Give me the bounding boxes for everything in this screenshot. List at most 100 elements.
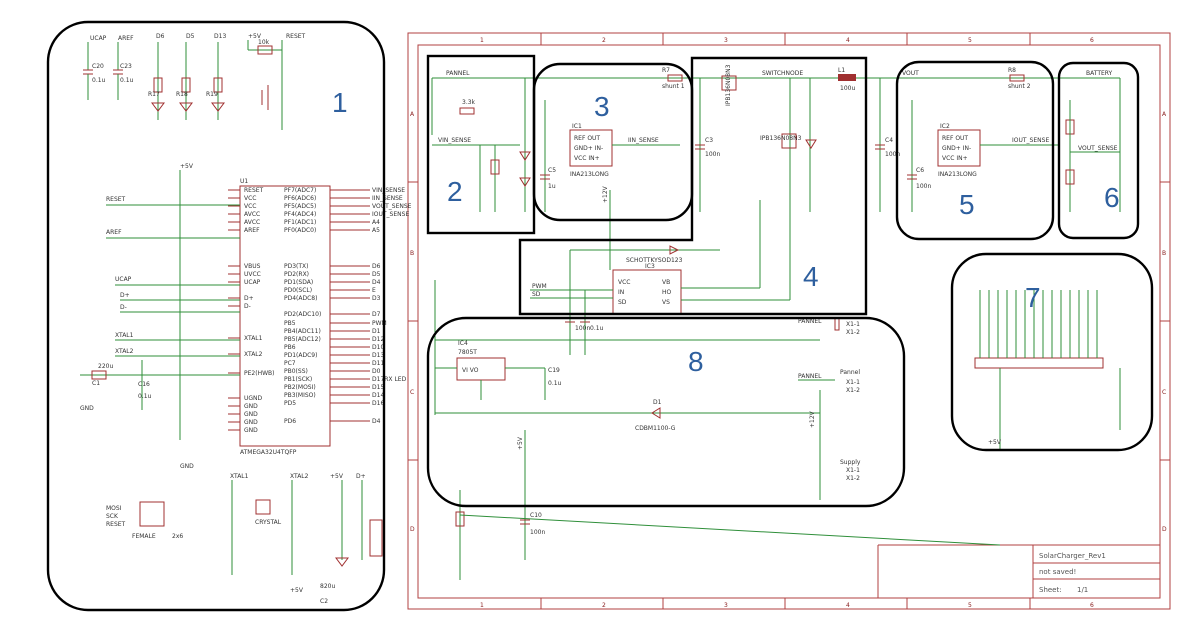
region-outlines [46, 20, 1154, 612]
title-status: not saved! [1039, 568, 1076, 576]
d13-top: D13 [214, 33, 226, 40]
frame-column-label-bottom: 6 [1090, 602, 1094, 609]
region-8-outline [426, 316, 906, 508]
ic3-pin-l1: VCC [618, 279, 630, 286]
l1-val: 100u [840, 85, 855, 92]
frame-column-label-top: 5 [968, 37, 972, 44]
frame-column-label-bottom: 4 [846, 602, 850, 609]
d1-ref: D1 [653, 399, 662, 406]
ic3-pin-r2: HO [662, 289, 672, 296]
xtal1-bottom: XTAL1 [230, 473, 249, 480]
mcu-right-pin-label: PD1(ADC9) [284, 352, 317, 359]
frame-row-label-right: B [1162, 250, 1166, 257]
r17-label: R17 [148, 91, 160, 98]
mcu-right-pin-label: PD2(RX) [284, 271, 309, 278]
mcu-5v: +5V [180, 163, 194, 170]
c3-ref: C5 [548, 167, 556, 174]
mcu-right-pin-label: PF1(ADC1) [284, 219, 316, 226]
region-3-number: 3 [594, 91, 610, 122]
mcu-right-net-label: D0 [372, 368, 381, 375]
mcu-left-pin-label: PE2(HWB) [244, 370, 274, 377]
reset-5v: +5V [248, 33, 262, 40]
mcu-right-pin-label: PF0(ADC0) [284, 227, 316, 234]
mcu-right-net-label: D10 [372, 344, 384, 351]
mcu-left-pin-label: AVCC [244, 219, 260, 226]
region-2-number: 2 [447, 176, 463, 207]
mcu-right-pin-label: PB5 [284, 320, 296, 327]
mcu-right-pin-label: PB0(SS) [284, 368, 308, 375]
mcu-right-net-label: D11 [372, 360, 384, 367]
mcu-left-pin-label: GND [244, 403, 258, 410]
c6-val: 0.1u [590, 325, 604, 332]
mcu-left-pin-label: XTAL1 [244, 335, 263, 342]
sd-label: SD [532, 291, 541, 298]
r8-ref: R8 [1008, 67, 1016, 74]
mcu-left-pin-label: UGND [244, 395, 263, 402]
ic2-ref: IC2 [940, 123, 950, 130]
switchnode-label: SWITCHNODE [762, 70, 803, 77]
mcu-left-pin-label: UVCC [244, 271, 261, 278]
mcu-right-net-label: D3 [372, 295, 381, 302]
mcu-xtal1-net: XTAL1 [115, 332, 134, 339]
isp-reset: RESET [106, 521, 126, 528]
mcu-right-pin-label: PF4(ADC4) [284, 211, 316, 218]
mcu-left-pin-label: XTAL2 [244, 351, 263, 358]
mcu-left-pin-label: GND [244, 419, 258, 426]
c3-val: 1u [548, 183, 556, 190]
c19-ref: C19 [548, 367, 560, 374]
header-5v: +5V [988, 439, 1002, 446]
frame-row-label-left: A [410, 111, 415, 118]
ic4-part: 7805T [458, 349, 477, 356]
r22-5v: +5V [290, 587, 304, 594]
region-5-number: 5 [959, 189, 975, 220]
x1-2-c: X1-2 [846, 475, 860, 482]
mcu-left-pin-label: AREF [244, 227, 260, 234]
region-8-number: 8 [688, 346, 704, 377]
frame-row-label-left: C [410, 389, 414, 396]
ic4-ref: IC4 [458, 340, 468, 347]
mcu-part: ATMEGA32U4TQFP [240, 449, 297, 456]
c23-label: C23 [120, 63, 132, 70]
r20-label: 10k [258, 39, 270, 46]
frame-column-label-top: 1 [480, 37, 484, 44]
c4-val: 100n [916, 183, 931, 190]
isp-mosi: MOSI [106, 505, 122, 512]
region-4-outline [518, 56, 868, 316]
r21-ref: C1 [92, 380, 100, 387]
c5-val: 100n [575, 325, 590, 332]
mcu-right-pin-label: PD1(SDA) [284, 279, 313, 286]
vin-sense-label: VIN_SENSE [438, 137, 471, 144]
frame-row-label-right: A [1162, 111, 1167, 118]
mcu-left-pin-label: D+ [244, 295, 254, 302]
ic3-pin-r1: VB [662, 279, 670, 286]
ic3-12v: +12V [602, 185, 609, 203]
pannel-conn: Pannel [840, 369, 860, 376]
supply-5v: +5V [517, 436, 524, 450]
mcu-left-pin-label: VCC [244, 203, 256, 210]
frame-column-label-bottom: 3 [724, 602, 728, 609]
ic2-part: INA213LONG [938, 171, 977, 178]
frame-row-label-left: D [410, 526, 415, 533]
c16-label: C16 [138, 381, 150, 388]
d1-part: CDBM1100-G [635, 425, 676, 432]
region-4-number: 4 [803, 261, 819, 292]
mcu-right-net-label: D5 [372, 271, 381, 278]
mcu-right-pin-label: PB2(MOSI) [284, 384, 316, 391]
supply-12v: +12V [809, 410, 816, 428]
mcu-right-net-label: IIN_SENSE [372, 195, 403, 202]
mcu-right-pin-label: PB3(MISO) [284, 392, 316, 399]
mcu-right-net-label: D7 [372, 311, 381, 318]
c20-label: C20 [92, 63, 104, 70]
r22-val: 820u [320, 583, 335, 590]
ic2-pins: REF OUT [942, 135, 968, 142]
region-1-outline [46, 20, 386, 612]
r19-label: R19 [206, 91, 218, 98]
mcu-left-pin-label: GND [244, 427, 258, 434]
mcu-right-net-label: D12 [372, 336, 384, 343]
region-6-outline [1057, 61, 1140, 240]
title-project-name: SolarCharger_Rev1 [1039, 552, 1106, 560]
usb-5v: +5V [330, 473, 344, 480]
r18-label: R18 [176, 91, 188, 98]
mcu-right-net-label: VIN_SENSE [372, 187, 405, 194]
